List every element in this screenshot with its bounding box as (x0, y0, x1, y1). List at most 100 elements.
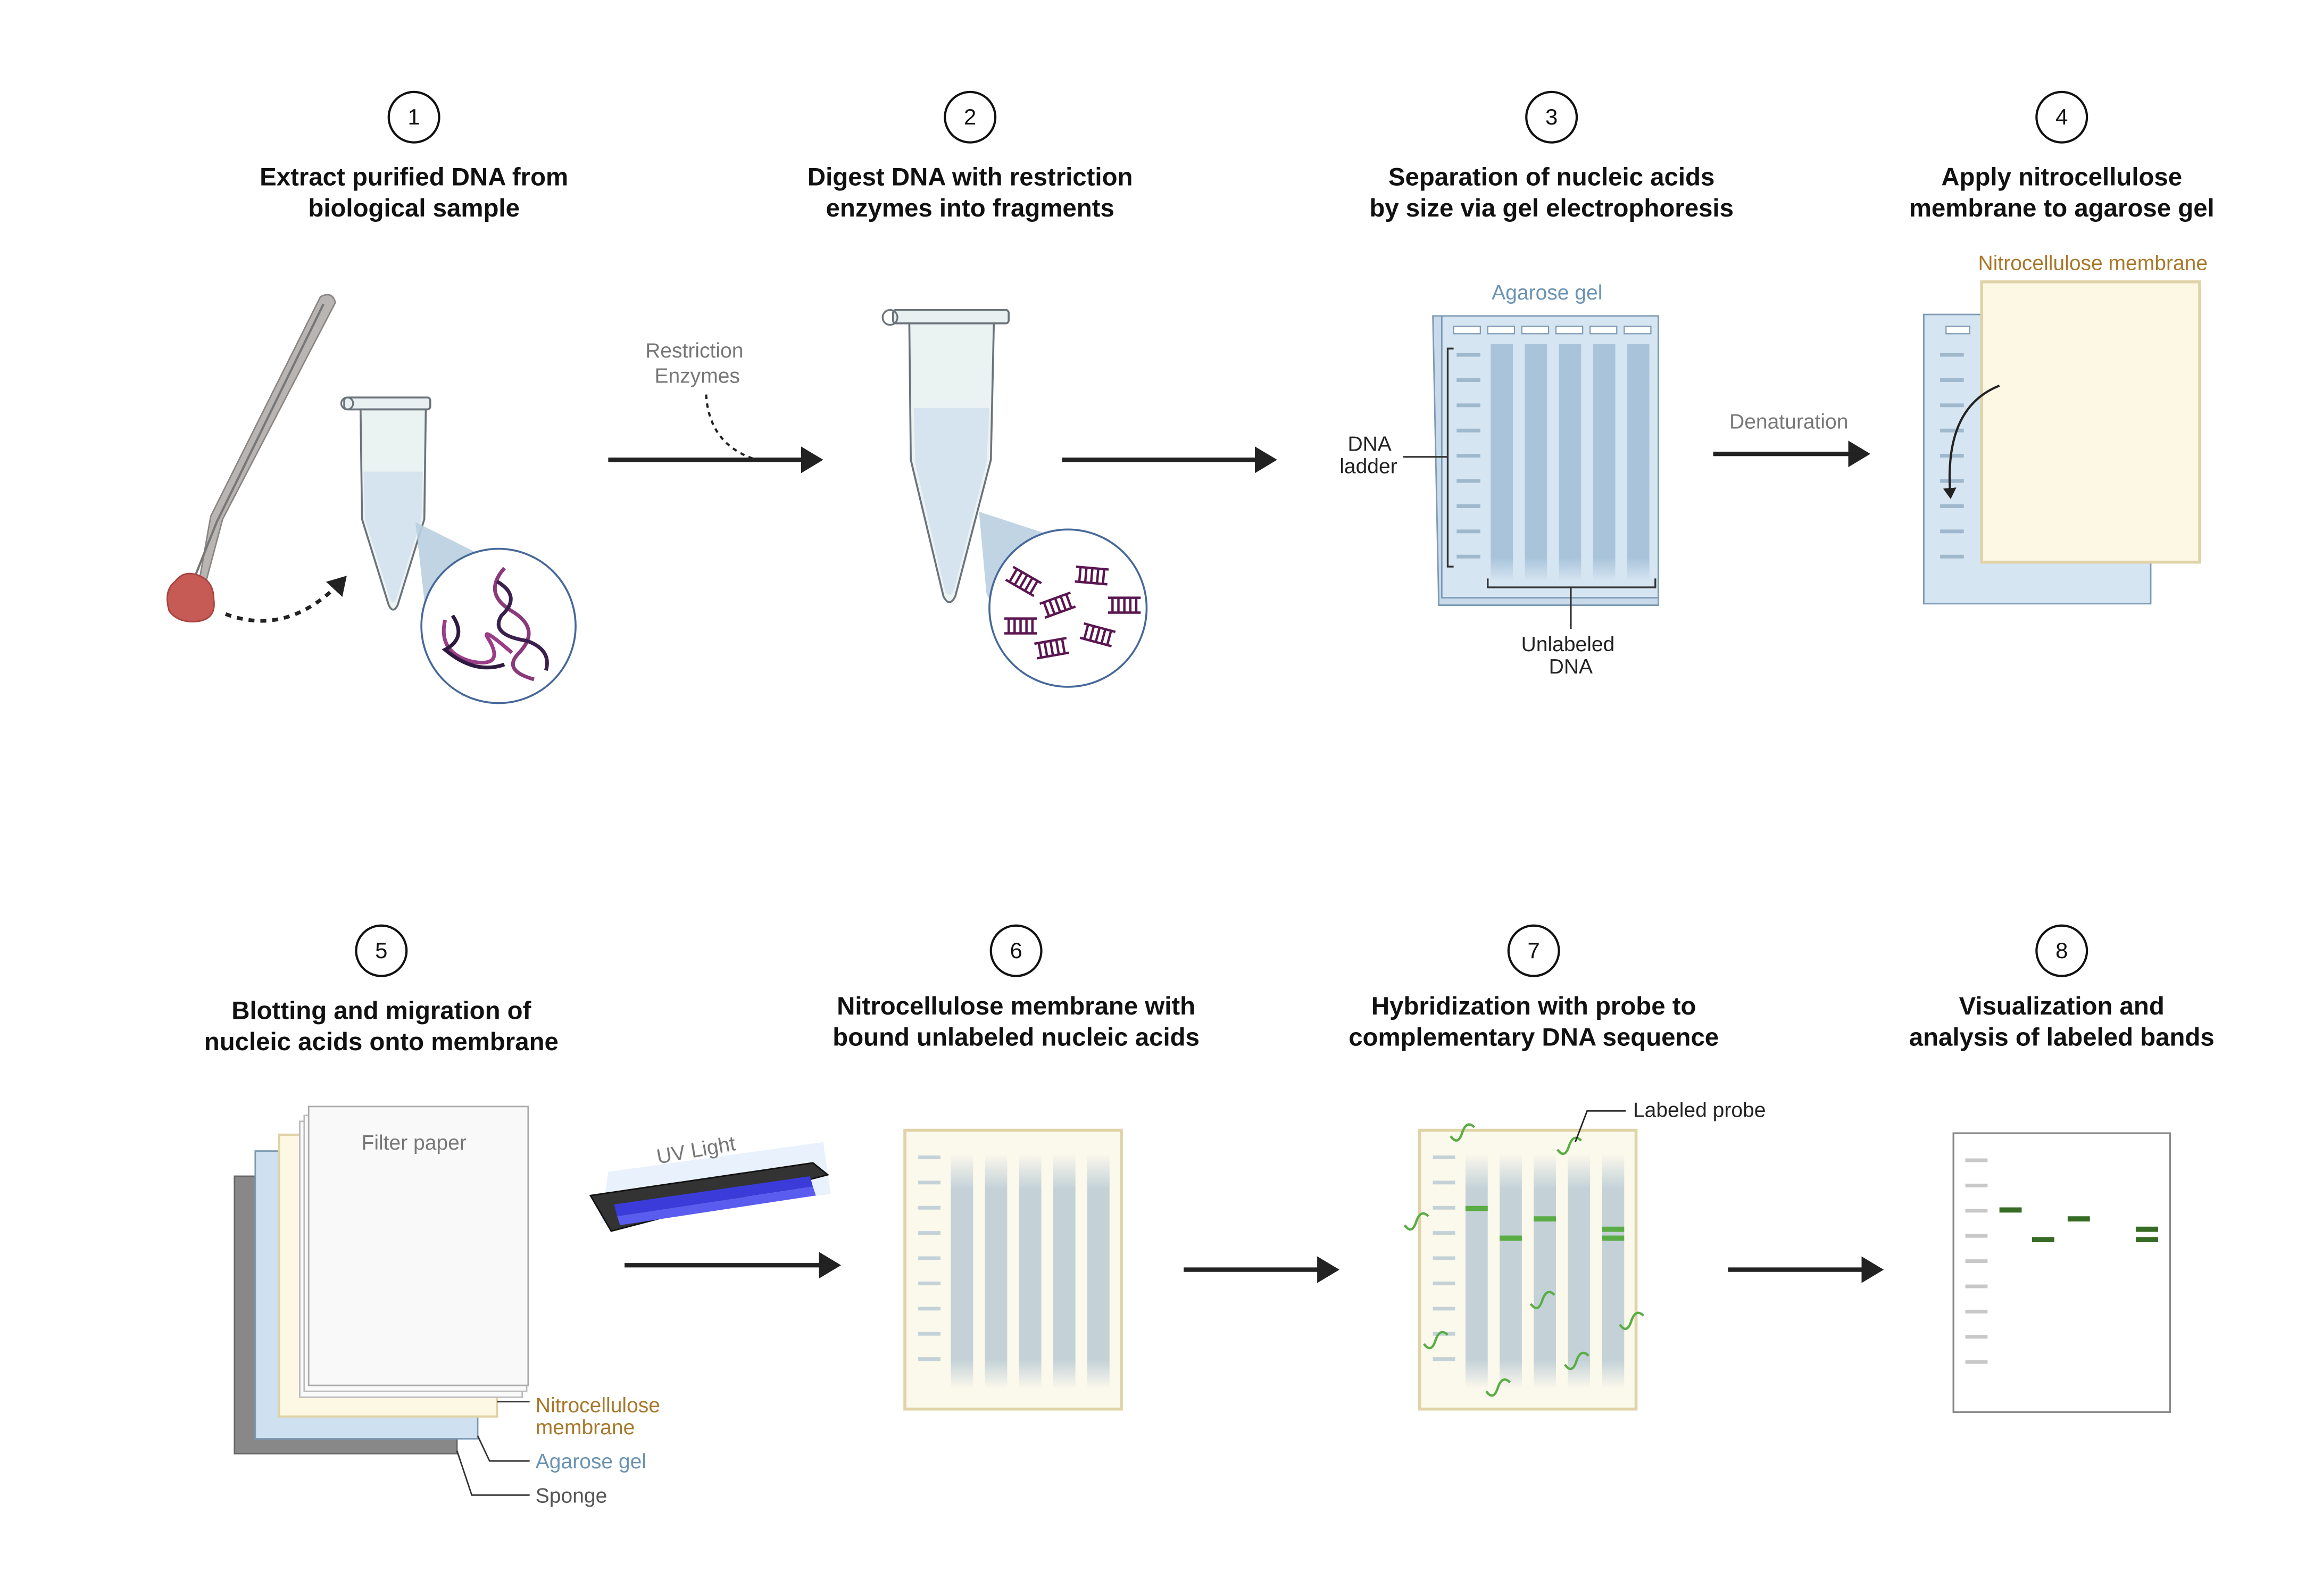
stack-agarose-label: Agarose gel (536, 1450, 646, 1473)
gel-lane (1559, 344, 1581, 581)
ladder-band (918, 1307, 940, 1311)
unlabeled-dna-label: Unlabeled DNA (1521, 633, 1621, 678)
dna-fragment (1004, 617, 1037, 635)
dna-fragments-icon (1004, 566, 1141, 660)
ladder-band (1433, 1281, 1455, 1285)
ladder-band (918, 1281, 940, 1285)
stack-sponge-label: Sponge (536, 1484, 607, 1507)
membrane-lane (1465, 1154, 1488, 1389)
membrane-step6 (903, 1128, 1123, 1411)
step-number-circle (1507, 924, 1560, 977)
step-number: 3 (1545, 104, 1558, 129)
labeled-probe-icon (1403, 1212, 1429, 1231)
ladder-band (918, 1231, 940, 1235)
gel-with-membrane-step4: Nitrocellulose membrane (1923, 252, 2208, 605)
ladder-band (1433, 1357, 1455, 1361)
labeled-probe-icon (1423, 1331, 1449, 1350)
uv-lamp-icon: UV Light (589, 1132, 831, 1232)
step-number-circle (2035, 924, 2088, 977)
ladder-band (1433, 1307, 1455, 1311)
ladder-band (1456, 378, 1480, 382)
tube-icon (340, 396, 431, 611)
step-number: 6 (1010, 938, 1022, 963)
membrane-lane (1019, 1154, 1042, 1389)
ladder-band (1433, 1206, 1455, 1210)
dna-ladder-label: DNA ladder (1339, 433, 1397, 478)
ladder-band (1940, 378, 1964, 382)
gel-well (1624, 326, 1652, 335)
gel-well (1521, 326, 1550, 335)
ladder-band (918, 1357, 940, 1361)
ladder-band (1940, 554, 1964, 559)
dna-fragment (1079, 622, 1116, 647)
nitrocellulose-membrane (1980, 280, 2201, 564)
ladder-band (1433, 1256, 1455, 1260)
probe-band (1500, 1235, 1522, 1241)
filter-paper (307, 1105, 529, 1386)
labeled-band (2032, 1237, 2054, 1243)
step-number: 7 (1528, 938, 1540, 963)
labeled-band (2067, 1216, 2090, 1222)
ladder-band (1456, 454, 1480, 458)
step-number-circle (387, 90, 440, 144)
step-number-circle (1525, 90, 1578, 144)
dna-fragment (1075, 566, 1109, 586)
ladder-band (1456, 403, 1480, 408)
ladder-band (1940, 403, 1964, 408)
agarose-gel-label: Agarose gel (1492, 281, 1602, 304)
dna-fragment (1039, 591, 1076, 619)
tube-icon (881, 309, 1010, 603)
gel-lane (1491, 344, 1513, 581)
ladder-band (1965, 1158, 1988, 1162)
ladder-band (1433, 1332, 1455, 1336)
membrane-lane (1602, 1154, 1625, 1389)
membrane-lane (1534, 1154, 1556, 1389)
membrane-lane (951, 1154, 973, 1389)
probe-band (1534, 1216, 1556, 1222)
step-number-circle (944, 90, 997, 144)
ladder-band (1965, 1183, 1988, 1187)
ladder-band (1965, 1234, 1988, 1238)
filter-paper-label: Filter paper (361, 1132, 466, 1154)
ladder-band (1456, 353, 1480, 357)
gel-well (1487, 326, 1516, 335)
labeled-probe-label: Labeled probe (1633, 1099, 1766, 1121)
ladder-band (1433, 1155, 1455, 1159)
agarose-gel-step3: Agarose gel DNA ladder Unlabeled DNA (1339, 281, 1659, 678)
step-number: 1 (408, 104, 420, 129)
dna-fragment (1108, 596, 1141, 614)
step-number: 5 (375, 938, 387, 963)
labeled-probe-icon (1450, 1123, 1476, 1142)
labeled-probe-icon (1529, 1291, 1555, 1309)
gel-well (1589, 326, 1618, 335)
blotting-stack: Filter paper Nitrocellulose membrane Aga… (234, 1105, 660, 1507)
denaturation-label: Denaturation (1729, 411, 1848, 434)
membrane-lane (1500, 1154, 1522, 1389)
membrane-lane (1568, 1154, 1591, 1389)
tweezers-icon (198, 294, 336, 587)
ladder-band (1965, 1360, 1988, 1364)
dashed-arrow (224, 576, 347, 623)
ladder-band (918, 1206, 940, 1210)
step2-illustration (881, 309, 1148, 688)
ladder-band (1456, 504, 1480, 508)
gel-well (1555, 326, 1584, 335)
step1-illustration (167, 294, 577, 704)
labeled-probe-icon (1619, 1311, 1645, 1330)
ladder-band (1456, 529, 1480, 534)
ladder-band (1433, 1231, 1455, 1235)
labeled-probe-icon (1485, 1378, 1511, 1397)
gel-lane (1627, 344, 1650, 581)
ladder-band (1456, 479, 1480, 483)
gel-lane (1525, 344, 1547, 581)
